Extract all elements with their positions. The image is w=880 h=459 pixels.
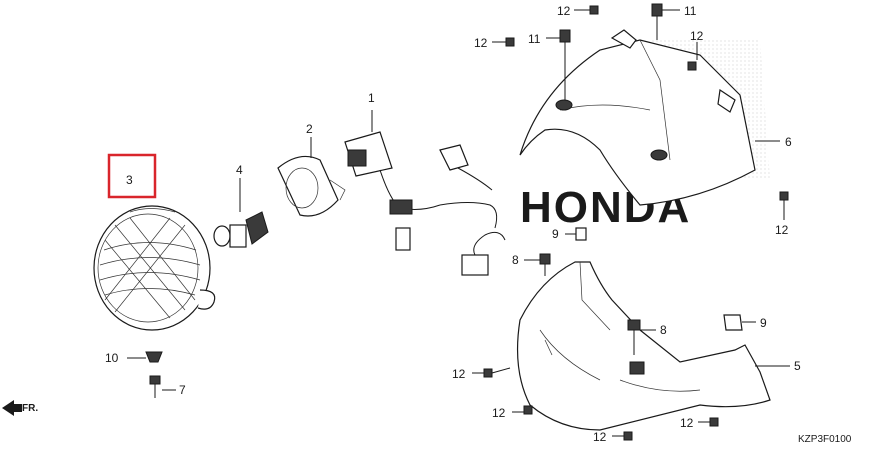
label-8-b: 8	[660, 323, 667, 337]
screw-12-top	[574, 5, 599, 15]
label-9-b: 9	[760, 316, 767, 330]
bolt-8-lower	[627, 319, 656, 355]
label-11-a: 11	[684, 4, 697, 18]
screw-12-right-top	[687, 42, 698, 71]
grommet-part	[127, 351, 163, 363]
screw-12-lower-left	[472, 367, 511, 378]
screw-part-7	[149, 375, 176, 398]
screw-12-lower-bottom	[612, 431, 633, 441]
label-12-b: 12	[474, 36, 488, 50]
screw-12-lower-mid	[512, 405, 533, 415]
screw-11-left	[546, 29, 571, 100]
front-marker: FR.	[2, 400, 38, 416]
clip-9-lower	[723, 314, 756, 331]
label-11-b: 11	[528, 32, 541, 46]
label-3: 3	[126, 173, 133, 187]
label-12-h: 12	[680, 416, 694, 430]
screw-12-lower-right	[698, 417, 719, 427]
label-5: 5	[794, 359, 801, 373]
bulb-part	[213, 178, 269, 248]
label-6: 6	[785, 135, 792, 149]
label-12-d: 12	[775, 223, 789, 237]
label-9-a: 9	[552, 227, 559, 241]
label-1: 1	[368, 91, 375, 105]
upper-cover-part	[519, 29, 780, 206]
front-marker-text: FR.	[22, 403, 38, 414]
lower-cover-part	[516, 261, 790, 431]
label-12-g: 12	[593, 430, 607, 444]
diagram-code: KZP3F0100	[798, 434, 852, 445]
label-7: 7	[179, 383, 186, 397]
socket-harness-part	[344, 110, 506, 276]
label-12-c: 12	[690, 29, 704, 43]
bolt-8-upper	[524, 253, 551, 276]
label-12-e: 12	[452, 367, 466, 381]
label-10: 10	[105, 351, 119, 365]
label-8-a: 8	[512, 253, 519, 267]
clip-9-upper	[565, 227, 587, 241]
label-2: 2	[306, 122, 313, 136]
label-12-f: 12	[492, 406, 506, 420]
screw-11-top	[651, 3, 680, 40]
highlight-box	[107, 153, 157, 199]
screw-12-right	[779, 191, 789, 220]
label-4: 4	[236, 163, 243, 177]
screw-12-left	[492, 37, 515, 47]
headlight-part	[93, 205, 216, 331]
dust-cover-part	[277, 137, 346, 217]
label-12-a: 12	[557, 4, 571, 18]
